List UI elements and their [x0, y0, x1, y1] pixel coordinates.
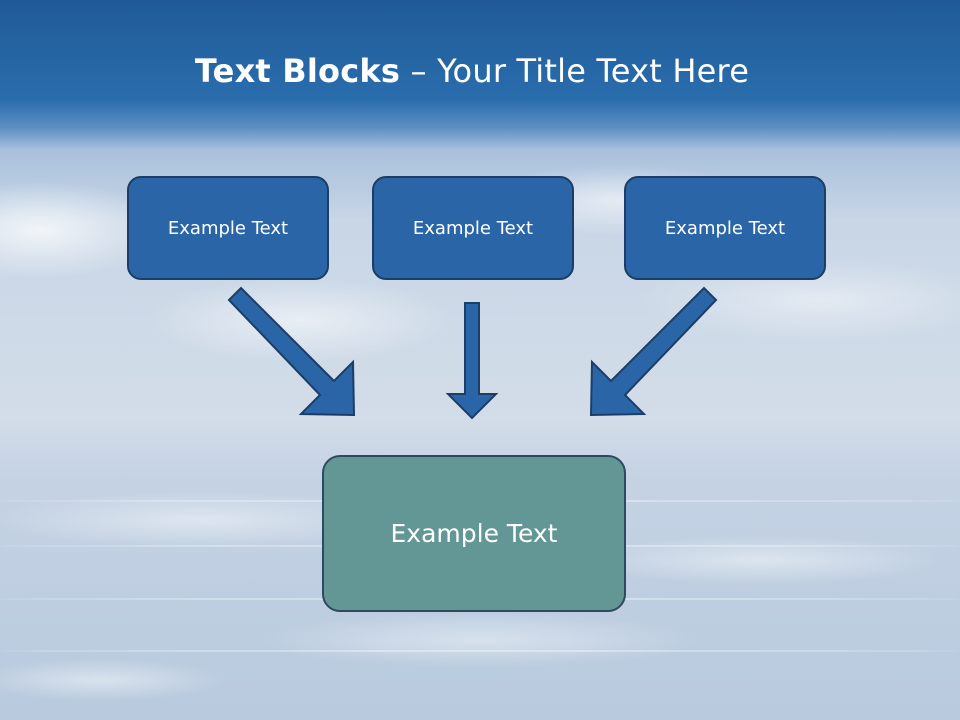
text-block-top-right[interactable]: Example Text [624, 176, 826, 280]
title-rest: Your Title Text Here [437, 52, 750, 90]
arrow-down-left-icon [589, 286, 718, 417]
title-dash: – [410, 52, 427, 90]
text-block-label: Example Text [390, 519, 558, 548]
arrow-down-icon [445, 302, 499, 420]
text-block-bottom[interactable]: Example Text [322, 455, 626, 612]
text-block-label: Example Text [167, 217, 289, 239]
title-bold: Text Blocks [194, 52, 401, 90]
text-block-label: Example Text [412, 217, 534, 239]
water-ripple [0, 650, 960, 652]
text-block-top-center[interactable]: Example Text [372, 176, 574, 280]
text-block-top-left[interactable]: Example Text [127, 176, 329, 280]
text-block-label: Example Text [664, 217, 786, 239]
slide-title: Text Blocks – Your Title Text Here [0, 52, 944, 90]
arrow-down-right-icon [227, 286, 356, 417]
